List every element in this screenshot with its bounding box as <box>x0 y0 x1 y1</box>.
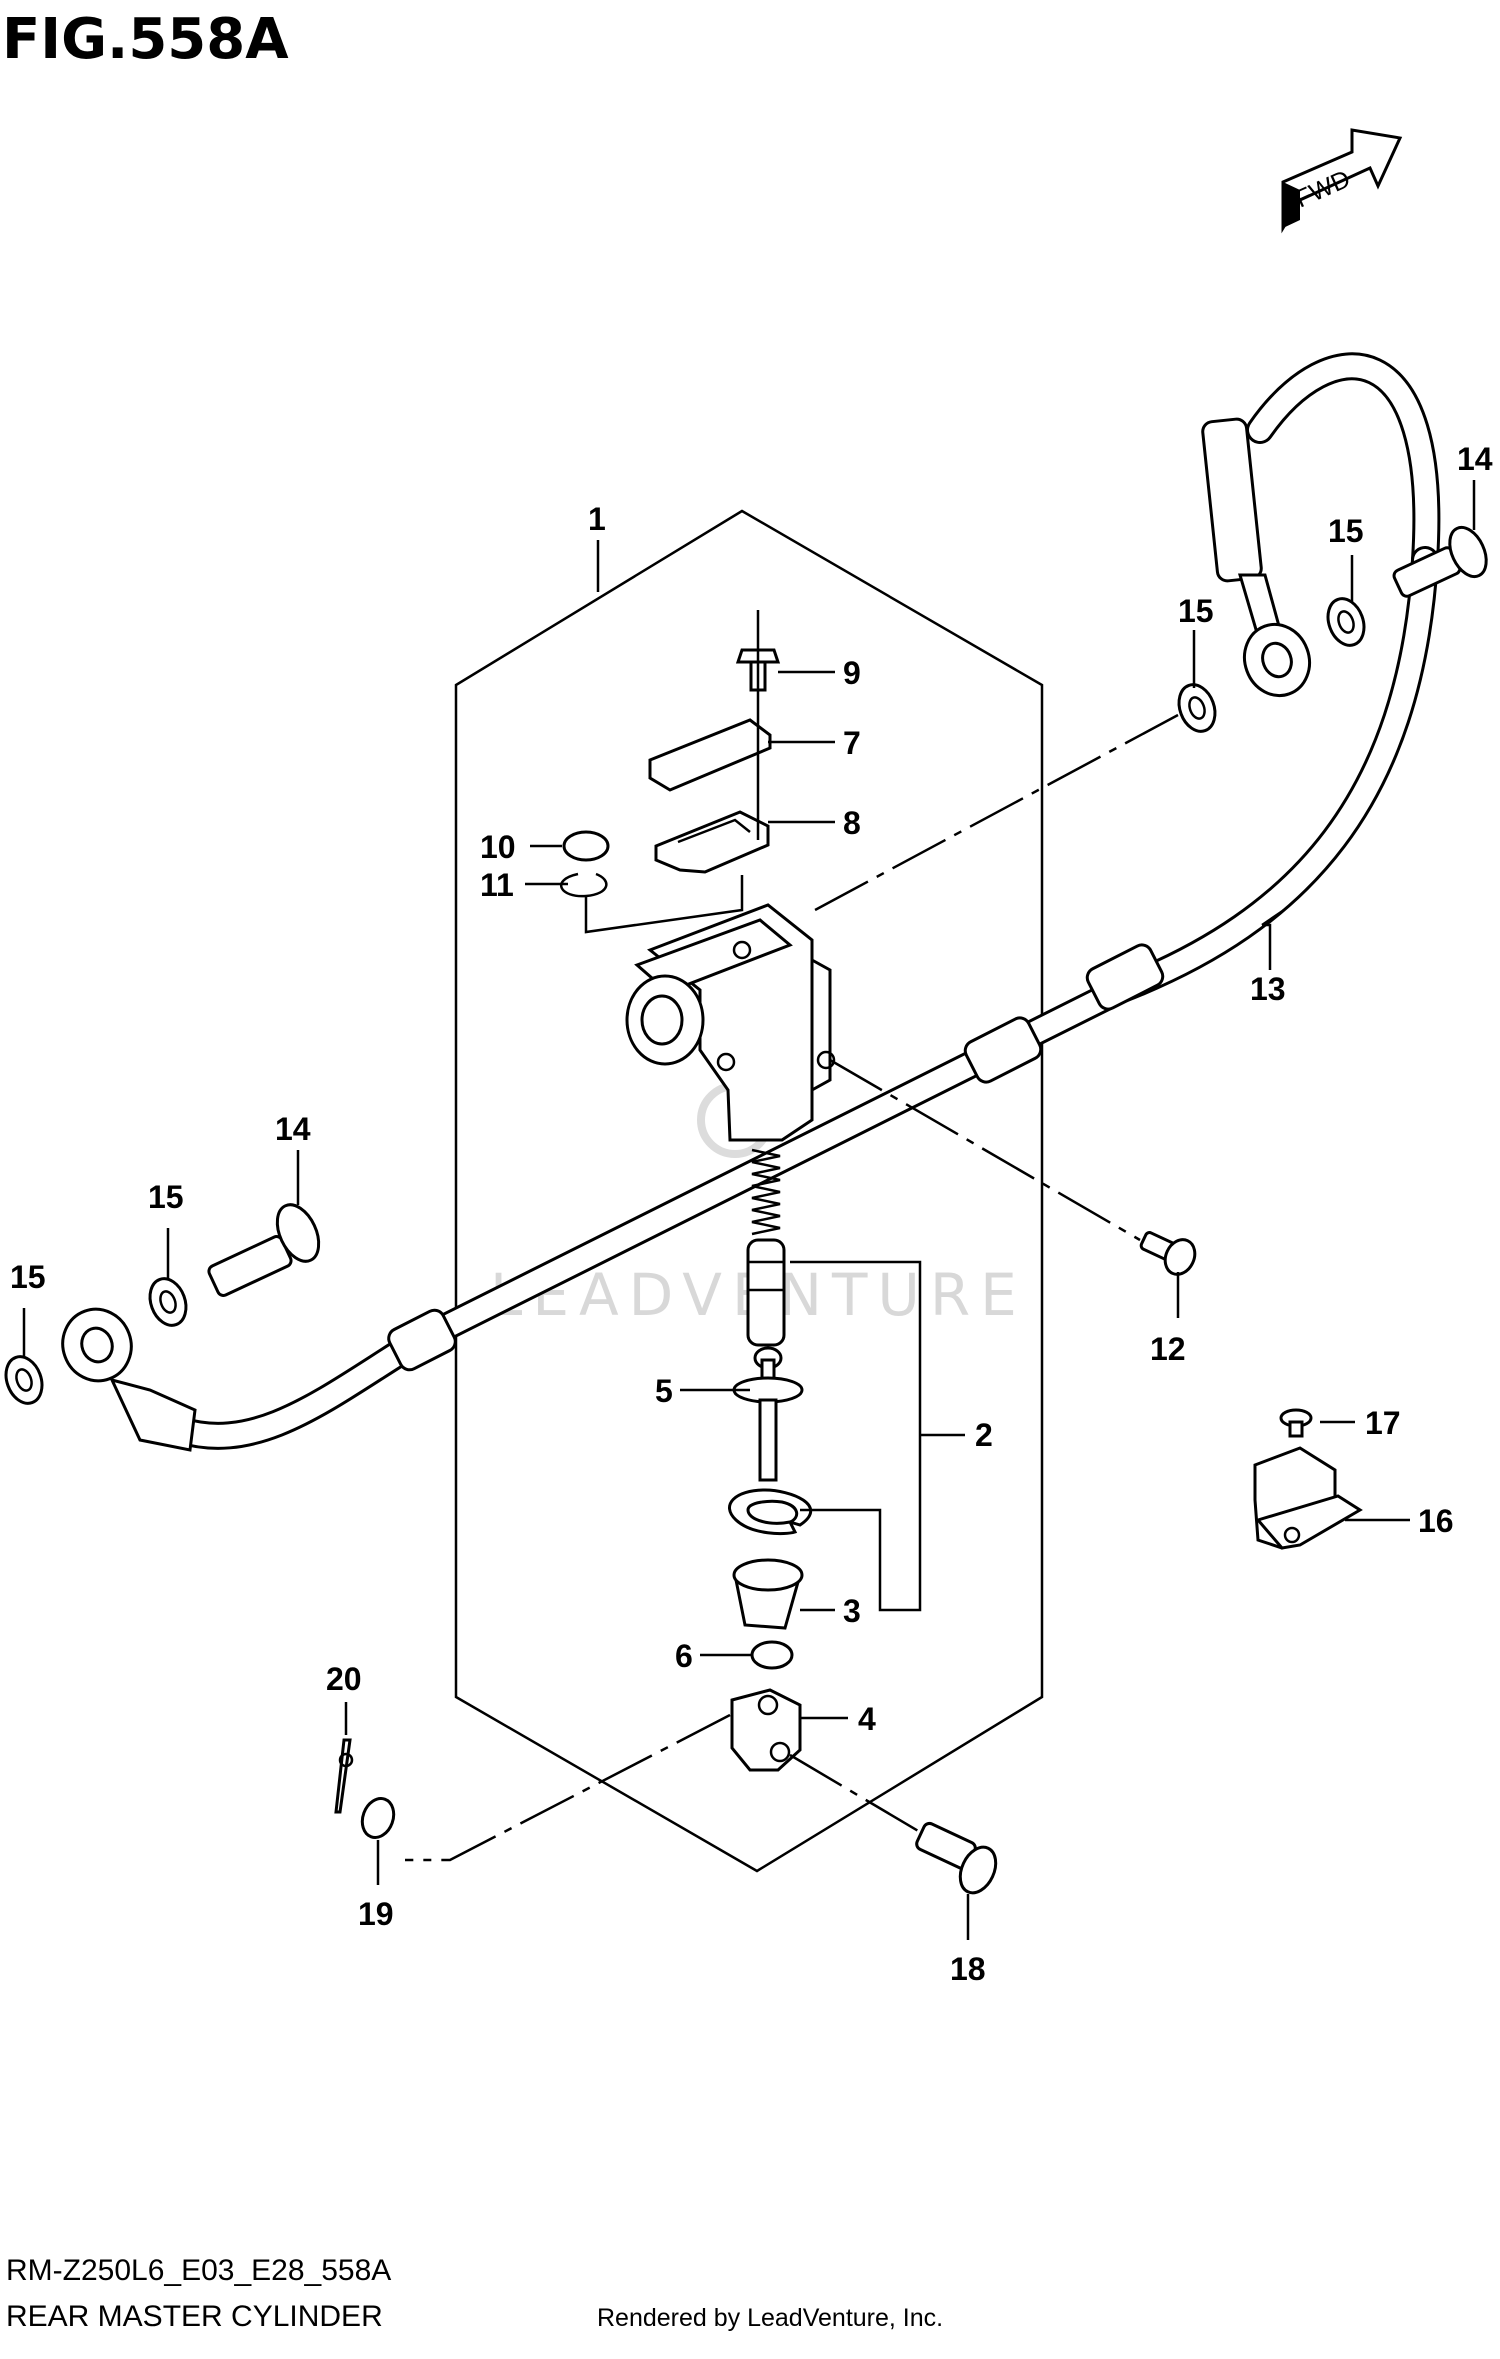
union-bolt-lower-icon <box>207 1203 321 1297</box>
callout-9: 9 <box>843 655 861 691</box>
callout-16: 16 <box>1418 1503 1454 1539</box>
callout-15-upper-right: 15 <box>1328 513 1364 549</box>
boot-icon <box>732 1558 804 1630</box>
callout-2: 2 <box>975 1417 993 1453</box>
snap-ring-icon <box>728 1488 813 1536</box>
callout-15-lower-left: 15 <box>10 1259 46 1295</box>
callout-8: 8 <box>843 805 861 841</box>
callout-7: 7 <box>843 725 861 761</box>
gasket-icon <box>148 1277 188 1327</box>
callout-6: 6 <box>675 1638 693 1674</box>
callout-14-lower: 14 <box>275 1111 311 1147</box>
master-cylinder-body <box>625 903 836 1142</box>
callout-15-upper-left: 15 <box>1178 593 1214 629</box>
hose-guide-icon <box>1253 1446 1363 1550</box>
gasket-icon <box>1177 683 1217 733</box>
guide-screw-icon <box>1279 1408 1313 1438</box>
callout-10: 10 <box>480 829 516 865</box>
spring-icon <box>751 1148 781 1236</box>
callout-15-lower-right: 15 <box>148 1179 184 1215</box>
mounting-bolt-icon <box>1139 1231 1197 1276</box>
brake-hose <box>61 352 1441 1452</box>
callout-14-upper: 14 <box>1457 441 1493 477</box>
reservoir-cap <box>648 718 772 792</box>
master-cylinder-assembly-outline <box>454 509 1044 1873</box>
washer-icon <box>360 1797 396 1839</box>
callout-11: 11 <box>480 867 514 903</box>
piston <box>746 1238 786 1347</box>
nut-icon <box>750 1640 794 1670</box>
render-credit: Rendered by LeadVenture, Inc. <box>597 2304 943 2332</box>
push-rod-icon <box>732 1346 804 1482</box>
diaphragm <box>654 810 770 874</box>
callout-4: 4 <box>858 1701 876 1737</box>
gasket-icon <box>1326 597 1366 647</box>
callout-13: 13 <box>1250 971 1286 1007</box>
callout-17: 17 <box>1365 1405 1401 1441</box>
union-bolt-upper-icon <box>1392 525 1488 598</box>
callout-20: 20 <box>326 1661 362 1697</box>
gasket-icon <box>4 1355 44 1405</box>
model-code: RM-Z250L6_E03_E28_558A <box>6 2254 391 2287</box>
callout-1: 1 <box>588 501 606 537</box>
cotter-pin-icon <box>334 1738 352 1814</box>
clevis-pin-icon <box>915 1821 998 1895</box>
callout-5: 5 <box>655 1373 673 1409</box>
figure-caption: REAR MASTER CYLINDER <box>6 2300 383 2333</box>
fwd-arrow-icon: FWD <box>1281 128 1403 234</box>
callout-12: 12 <box>1150 1331 1186 1367</box>
callout-18: 18 <box>950 1951 986 1987</box>
connector-icon <box>562 830 610 862</box>
callout-3: 3 <box>843 1593 861 1629</box>
figure-title: FIG.558A <box>2 7 289 72</box>
clevis-icon <box>730 1688 802 1772</box>
callout-19: 19 <box>358 1896 394 1932</box>
